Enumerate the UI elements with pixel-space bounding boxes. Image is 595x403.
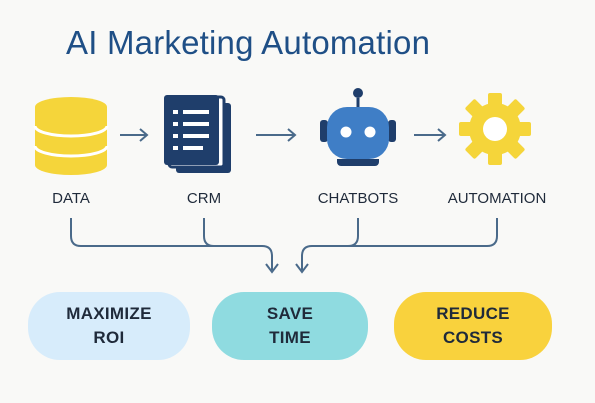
outcome-line1: REDUCE [436,304,510,323]
outcome-line1: MAXIMIZE [66,304,152,323]
robot-icon [320,88,396,166]
outcome-line1: SAVE [266,304,314,323]
outcome-line2: ROI [93,328,125,347]
outcome-reduce-costs: REDUCE COSTS [394,292,552,360]
arrow-data-to-crm [120,128,149,142]
database-icon [33,97,109,175]
gear-icon [459,93,531,165]
outcome-maximize-roi: MAXIMIZE ROI [28,292,190,360]
outcome-save-time: SAVE TIME [212,292,368,360]
document-stack-icon [164,95,231,173]
arrow-chatbots-to-automation [414,128,447,142]
outcome-line2: TIME [269,328,311,347]
diagram-title: AI Marketing Automation [66,24,431,61]
node-label-automation: AUTOMATION [447,190,547,207]
node-label-chatbots: CHATBOTS [317,190,399,207]
outcome-line2: COSTS [442,328,504,347]
node-label-crm: CRM [186,190,222,207]
connector-lines [70,218,498,274]
arrow-crm-to-chatbots [256,128,297,142]
node-label-data: DATA [52,190,90,207]
